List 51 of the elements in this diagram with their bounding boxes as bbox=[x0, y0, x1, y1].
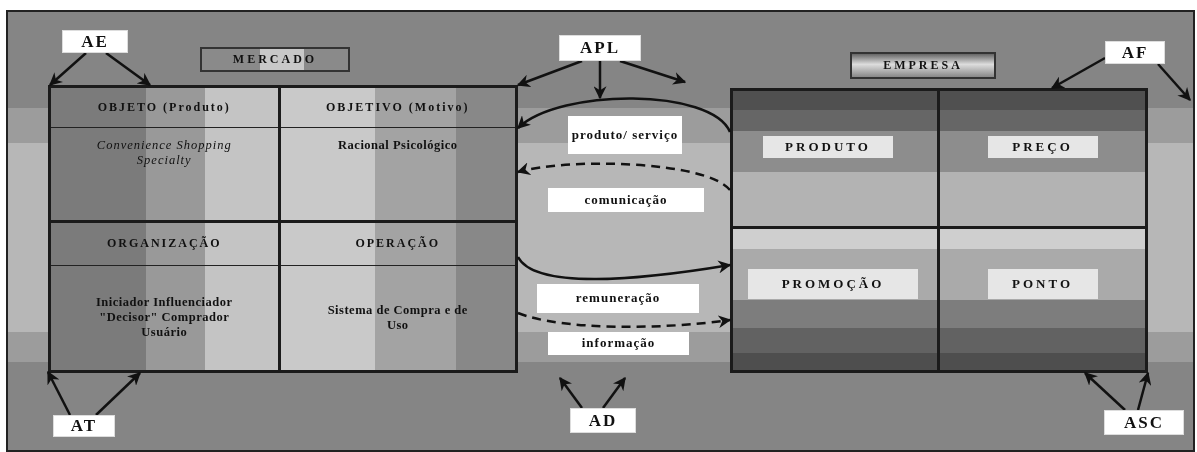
edge-label: comunicação bbox=[548, 188, 704, 212]
grid-box bbox=[730, 88, 1148, 373]
arrow bbox=[1136, 371, 1152, 411]
cell-label: PROMOÇÃO bbox=[748, 268, 918, 299]
arrow bbox=[1050, 56, 1106, 90]
arrow bbox=[1084, 372, 1126, 411]
cell-heading: OBJETIVO (Motivo) bbox=[325, 100, 471, 115]
grid-box bbox=[48, 85, 518, 373]
quadrant-cell bbox=[733, 228, 937, 370]
tag-label: AD bbox=[570, 408, 636, 433]
cell-heading: OBJETO (Produto) bbox=[96, 100, 232, 115]
cell-label: PRODUTO bbox=[763, 136, 893, 158]
arrow bbox=[619, 59, 687, 85]
tag-label: APL bbox=[559, 35, 641, 61]
arrow bbox=[46, 370, 72, 416]
tag-label: ASC bbox=[1104, 410, 1184, 435]
arrow bbox=[49, 52, 87, 86]
edge-label: produto/ serviço bbox=[568, 116, 682, 154]
title-label: MERCADO bbox=[200, 47, 350, 72]
tag-label: AT bbox=[53, 415, 115, 437]
quadrant-cell bbox=[733, 91, 937, 226]
edge-label: informação bbox=[548, 332, 689, 355]
arrow bbox=[105, 52, 152, 86]
quadrant-cell bbox=[939, 91, 1145, 226]
cell-text: Iniciador Influenciador "Decisor" Comprador Usuário bbox=[94, 295, 234, 341]
quadrant-cell bbox=[280, 222, 515, 370]
cell-text: Racional Psicológico bbox=[337, 138, 459, 153]
arrow bbox=[559, 376, 583, 409]
curved-arrow bbox=[517, 311, 732, 329]
curved-arrow bbox=[516, 162, 731, 191]
tag-label: AF bbox=[1105, 41, 1165, 64]
cell-heading: ORGANIZAÇÃO bbox=[105, 236, 223, 251]
quadrant-cell bbox=[280, 88, 515, 220]
title-label: EMPRESA bbox=[850, 52, 996, 79]
quadrant-cell bbox=[939, 228, 1145, 370]
arrow bbox=[593, 61, 607, 100]
arrow bbox=[95, 372, 141, 416]
arrow bbox=[1157, 63, 1191, 101]
cell-heading: OPERAÇÃO bbox=[354, 236, 442, 251]
arrow bbox=[602, 376, 626, 409]
cell-label: PONTO bbox=[987, 268, 1098, 299]
quadrant-cell bbox=[51, 222, 278, 370]
cell-label: PREÇO bbox=[987, 136, 1098, 158]
edge-label: remuneração bbox=[537, 284, 699, 313]
curved-arrow bbox=[517, 256, 732, 281]
cell-text: Sistema de Compra e de Uso bbox=[326, 302, 469, 333]
cell-text: Convenience Shopping Specialty bbox=[95, 138, 233, 168]
curved-arrow bbox=[516, 97, 732, 133]
quadrant-cell bbox=[51, 88, 278, 220]
tag-label: AE bbox=[62, 30, 128, 53]
arrow bbox=[516, 59, 583, 87]
